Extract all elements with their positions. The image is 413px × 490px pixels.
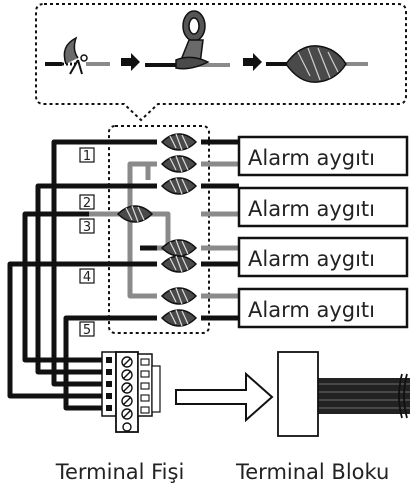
wire-number-5: 5 xyxy=(83,323,91,338)
splice-connector xyxy=(161,177,197,195)
wire-number-4: 4 xyxy=(83,270,91,285)
splice-connector xyxy=(161,255,197,273)
alarm-device: Alarm aygıtı xyxy=(237,135,409,177)
splice-connector xyxy=(161,309,197,327)
terminal-block-icon xyxy=(277,351,410,437)
splice-connector xyxy=(161,287,197,305)
arrow-right-icon xyxy=(243,53,262,71)
black-wires xyxy=(7,139,239,411)
splice-procedure-callout xyxy=(35,3,407,122)
crimp-tool-icon xyxy=(45,36,110,75)
terminal-plug-icon xyxy=(101,351,161,433)
arrow-right-icon xyxy=(121,53,140,71)
junction-zone xyxy=(108,125,210,334)
splice-connector xyxy=(117,205,153,223)
wire-number-labels: 1 2 3 4 5 xyxy=(79,147,95,338)
alarm-device-label: Alarm aygıtı xyxy=(248,247,375,271)
alarm-device-label: Alarm aygıtı xyxy=(248,146,375,170)
splice-connector xyxy=(161,155,197,173)
terminal-plug-caption: Terminal Fişi xyxy=(55,460,185,484)
tape-roll-icon xyxy=(145,10,230,70)
alarm-device-label: Alarm aygıtı xyxy=(248,298,375,322)
wire-number-1: 1 xyxy=(83,149,91,164)
splice-connector xyxy=(161,133,197,151)
terminal-block-caption: Terminal Bloku xyxy=(235,460,389,484)
alarm-device: Alarm aygıtı xyxy=(237,236,409,278)
wire-number-2: 2 xyxy=(83,196,91,211)
wire-number-3: 3 xyxy=(83,220,91,235)
alarm-device: Alarm aygıtı xyxy=(237,186,409,228)
insulated-splice-icon xyxy=(266,45,368,83)
hollow-arrow-right-icon xyxy=(175,371,274,423)
alarm-device-label: Alarm aygıtı xyxy=(248,197,375,221)
alarm-device: Alarm aygıtı xyxy=(237,287,409,329)
